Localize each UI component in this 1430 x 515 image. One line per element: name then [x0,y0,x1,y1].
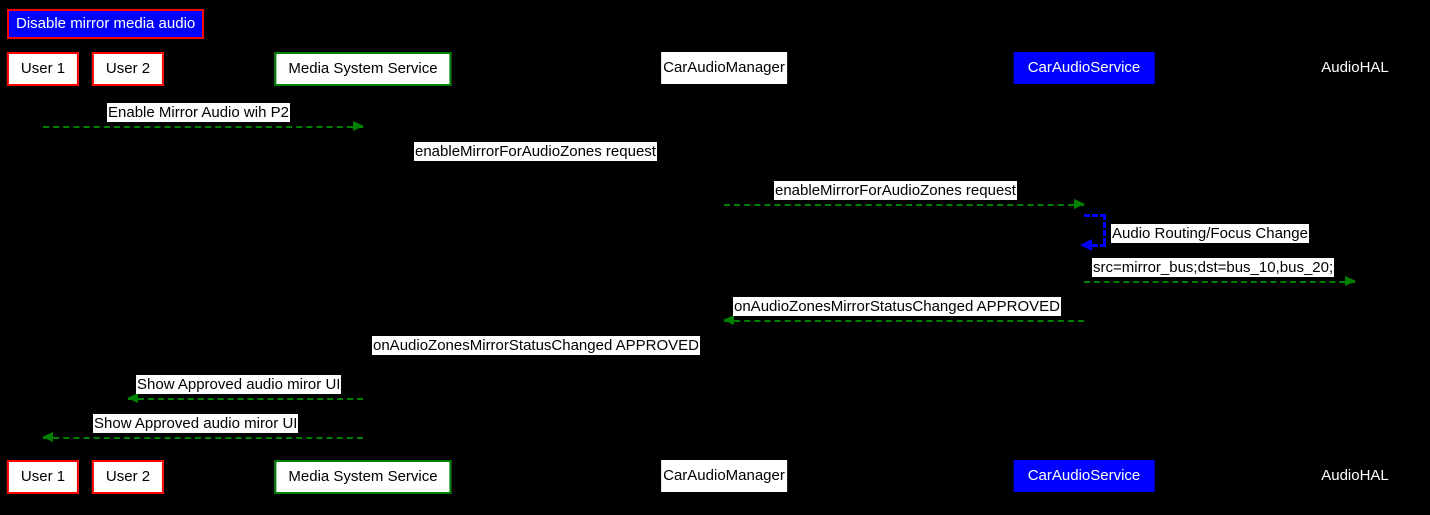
message-label-2: enableMirrorForAudioZones request [774,181,1017,200]
participant-caraudiomanager-header[interactable]: CarAudioManager [661,52,787,84]
message-arrowhead [127,393,138,403]
self-loop-side [1103,214,1106,244]
message-arrowhead [353,121,364,131]
message-label-5: onAudioZonesMirrorStatusChanged APPROVED [733,297,1062,316]
participant-user-1-footer[interactable]: User 1 [6,460,80,494]
participant-label: CarAudioManager [661,460,787,492]
participant-user-2-header[interactable]: User 2 [91,52,165,86]
message-line [1084,281,1355,283]
participant-label: User 1 [6,460,80,494]
message-arrowhead [1345,276,1356,286]
participant-label: User 1 [6,52,80,86]
participant-label: User 2 [91,52,165,86]
participant-label: CarAudioService [1013,460,1155,492]
lifeline-audiohal [1354,85,1356,460]
participant-media-system-service-header[interactable]: Media System Service [274,52,452,86]
participant-label: AudioHAL [1321,467,1389,484]
participant-user-1-header[interactable]: User 1 [6,52,80,86]
message-label-7: Show Approved audio miror UI [136,375,342,394]
participant-label: CarAudioService [1013,52,1155,84]
participant-label: CarAudioManager [661,52,787,84]
self-message-line-3 [1080,214,1106,251]
lifeline-user-1 [42,85,44,460]
message-arrowhead [723,315,734,325]
message-label-6: onAudioZonesMirrorStatusChanged APPROVED [372,336,701,355]
lifeline-caraudioservice [1083,85,1085,460]
self-loop-bottom [1084,244,1106,247]
self-loop-arrowhead [1080,239,1092,251]
participant-caraudioservice-header[interactable]: CarAudioService [1013,52,1155,84]
participant-caraudioservice-footer[interactable]: CarAudioService [1013,460,1155,492]
participant-user-2-footer[interactable]: User 2 [91,460,165,494]
participant-media-system-service-footer[interactable]: Media System Service [274,460,452,494]
diagram-title: Disable mirror media audio [7,9,205,39]
message-line [128,398,363,400]
message-line [43,437,363,439]
message-line [43,126,363,128]
message-label-0: Enable Mirror Audio wih P2 [107,103,290,122]
self-loop-top [1084,214,1106,217]
participant-label: Media System Service [274,460,452,494]
lifeline-media-system-service [362,85,364,460]
participant-caraudiomanager-footer[interactable]: CarAudioManager [661,460,787,492]
lifeline-user-2 [127,85,129,460]
message-line [724,204,1084,206]
message-line [724,320,1084,322]
participant-label: AudioHAL [1321,59,1389,76]
participant-label: Media System Service [274,52,452,86]
message-label-3: Audio Routing/Focus Change [1111,224,1309,243]
participant-label: User 2 [91,460,165,494]
participant-audiohal-header[interactable]: AudioHAL [1319,52,1391,84]
participant-audiohal-footer[interactable]: AudioHAL [1319,460,1391,492]
lifeline-caraudiomanager [723,85,725,460]
message-label-8: Show Approved audio miror UI [93,414,299,433]
message-arrowhead [1074,199,1085,209]
message-label-1: enableMirrorForAudioZones request [414,142,657,161]
message-arrowhead [42,432,53,442]
message-label-4: src=mirror_bus;dst=bus_10,bus_20; [1092,258,1335,277]
